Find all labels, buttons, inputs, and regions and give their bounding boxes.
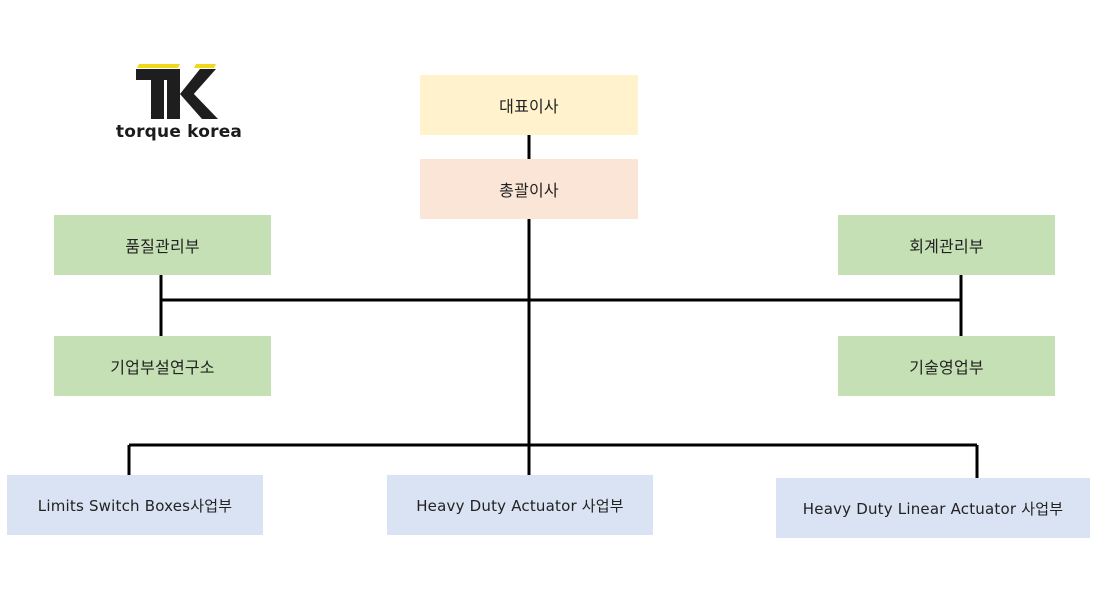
node-rnd-institute-label: 기업부설연구소 xyxy=(110,358,215,377)
node-tech-sales-dept: 기술영업부 xyxy=(838,336,1055,396)
node-heavy-duty-linear-actuator-unit-label: Heavy Duty Linear Actuator 사업부 xyxy=(802,499,1064,518)
node-general-manager: 총괄이사 xyxy=(420,159,638,219)
logo-wordmark: torque korea xyxy=(115,122,243,142)
node-heavy-duty-actuator-unit: Heavy Duty Actuator 사업부 xyxy=(387,475,653,535)
node-ceo-label: 대표이사 xyxy=(499,97,559,116)
node-heavy-duty-linear-actuator-unit: Heavy Duty Linear Actuator 사업부 xyxy=(776,478,1090,538)
node-general-manager-label: 총괄이사 xyxy=(499,181,559,200)
node-heavy-duty-actuator-unit-label: Heavy Duty Actuator 사업부 xyxy=(416,496,624,515)
node-quality-dept-label: 품질관리부 xyxy=(125,237,200,256)
node-accounting-dept: 회계관리부 xyxy=(838,215,1055,275)
node-ceo: 대표이사 xyxy=(420,75,638,135)
company-logo: torque korea xyxy=(104,62,254,146)
node-tech-sales-dept-label: 기술영업부 xyxy=(909,358,984,377)
node-accounting-dept-label: 회계관리부 xyxy=(909,237,984,256)
node-limits-switch-unit-label: Limits Switch Boxes사업부 xyxy=(37,496,233,515)
node-quality-dept: 품질관리부 xyxy=(54,215,271,275)
node-rnd-institute: 기업부설연구소 xyxy=(54,336,271,396)
tk-logo-mark-icon xyxy=(136,64,218,119)
node-limits-switch-unit: Limits Switch Boxes사업부 xyxy=(7,475,263,535)
